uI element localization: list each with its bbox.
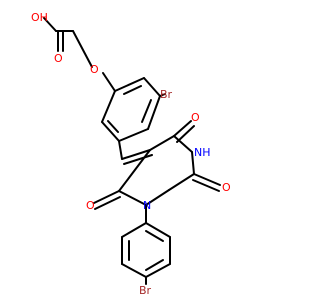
aryl-bond-2 xyxy=(143,77,161,97)
pyr-bond-7 xyxy=(118,149,151,192)
pyr-bond-2 xyxy=(173,135,193,153)
aryl-inner-2 xyxy=(141,99,152,123)
ring-nitrogen-label: N xyxy=(143,199,151,212)
aryl-bond-1 xyxy=(114,77,145,92)
bond-ch=c-b xyxy=(123,154,153,165)
bond-c=o-right-a xyxy=(193,173,221,186)
bond-ch2-o xyxy=(72,30,93,68)
bond-ring-br xyxy=(159,93,166,97)
aryl-bond-3 xyxy=(147,95,161,130)
aryl-bond-4 xyxy=(118,128,149,142)
bottom-aryl-6 xyxy=(145,222,171,238)
bottom-aryl-1 xyxy=(121,222,147,238)
pyr-bond-4 xyxy=(168,173,195,191)
acid-oxygen-label: O xyxy=(54,52,63,65)
upper-carbonyl-oxygen-label: O xyxy=(191,111,200,124)
molecule-structure: OH O O Br O NH O O N Br xyxy=(31,11,231,297)
bond-c=o-left-a xyxy=(93,190,120,204)
aryl-inner-1 xyxy=(123,85,142,95)
aryl-bond-5 xyxy=(101,121,120,142)
ether-oxygen-label: O xyxy=(90,63,99,76)
bond-aryl-ch xyxy=(118,140,123,160)
aryl-inner-3 xyxy=(107,120,119,133)
aryl-bromine-label: Br xyxy=(160,88,173,101)
left-carbonyl-oxygen-label: O xyxy=(86,199,95,212)
bottom-aryl-4 xyxy=(145,263,171,278)
bond-c=o-upper-b xyxy=(176,125,195,143)
aryl-bond-6 xyxy=(101,90,116,123)
pyr-bond-6 xyxy=(118,190,147,206)
right-carbonyl-oxygen-label: O xyxy=(222,181,231,194)
bond-c=o-upper-a xyxy=(173,120,192,137)
bond-o-ring xyxy=(102,72,116,92)
oh-label: OH xyxy=(31,11,48,24)
bottom-aryl-inner-3 xyxy=(145,259,164,271)
pyr-bond-3 xyxy=(191,151,195,175)
bond-oh-c xyxy=(43,17,57,32)
bottom-aryl-3 xyxy=(121,263,147,278)
bottom-bromine-label: Br xyxy=(139,284,152,297)
bond-c=o-left-b xyxy=(94,196,121,210)
nh-label: NH xyxy=(194,146,211,159)
bond-ch=c-a xyxy=(121,149,151,160)
pyr-bond-1 xyxy=(149,135,175,151)
bond-c=o-right-b xyxy=(192,179,220,192)
pyr-bond-5 xyxy=(145,189,170,206)
bottom-aryl-inner-2 xyxy=(145,230,164,242)
